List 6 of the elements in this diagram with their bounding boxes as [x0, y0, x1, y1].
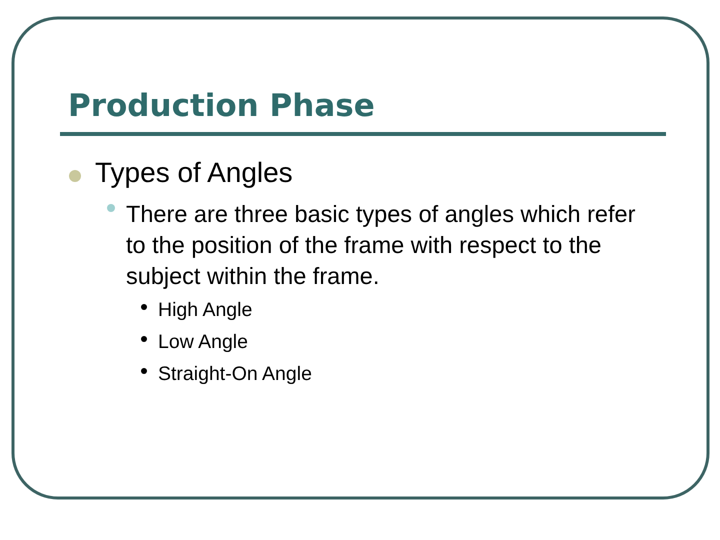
bullet-text: There are three basic types of angles which refer to the position of the frame with respect to the subject within the frame. — [126, 200, 636, 291]
bullet-text: Types of Angles — [95, 156, 294, 190]
bullet-text: High Angle — [158, 298, 254, 323]
bullet-text: Low Angle — [158, 330, 249, 355]
bullet-text: Straight-On Angle — [158, 362, 313, 387]
slide-title: Production Phase — [68, 88, 375, 124]
